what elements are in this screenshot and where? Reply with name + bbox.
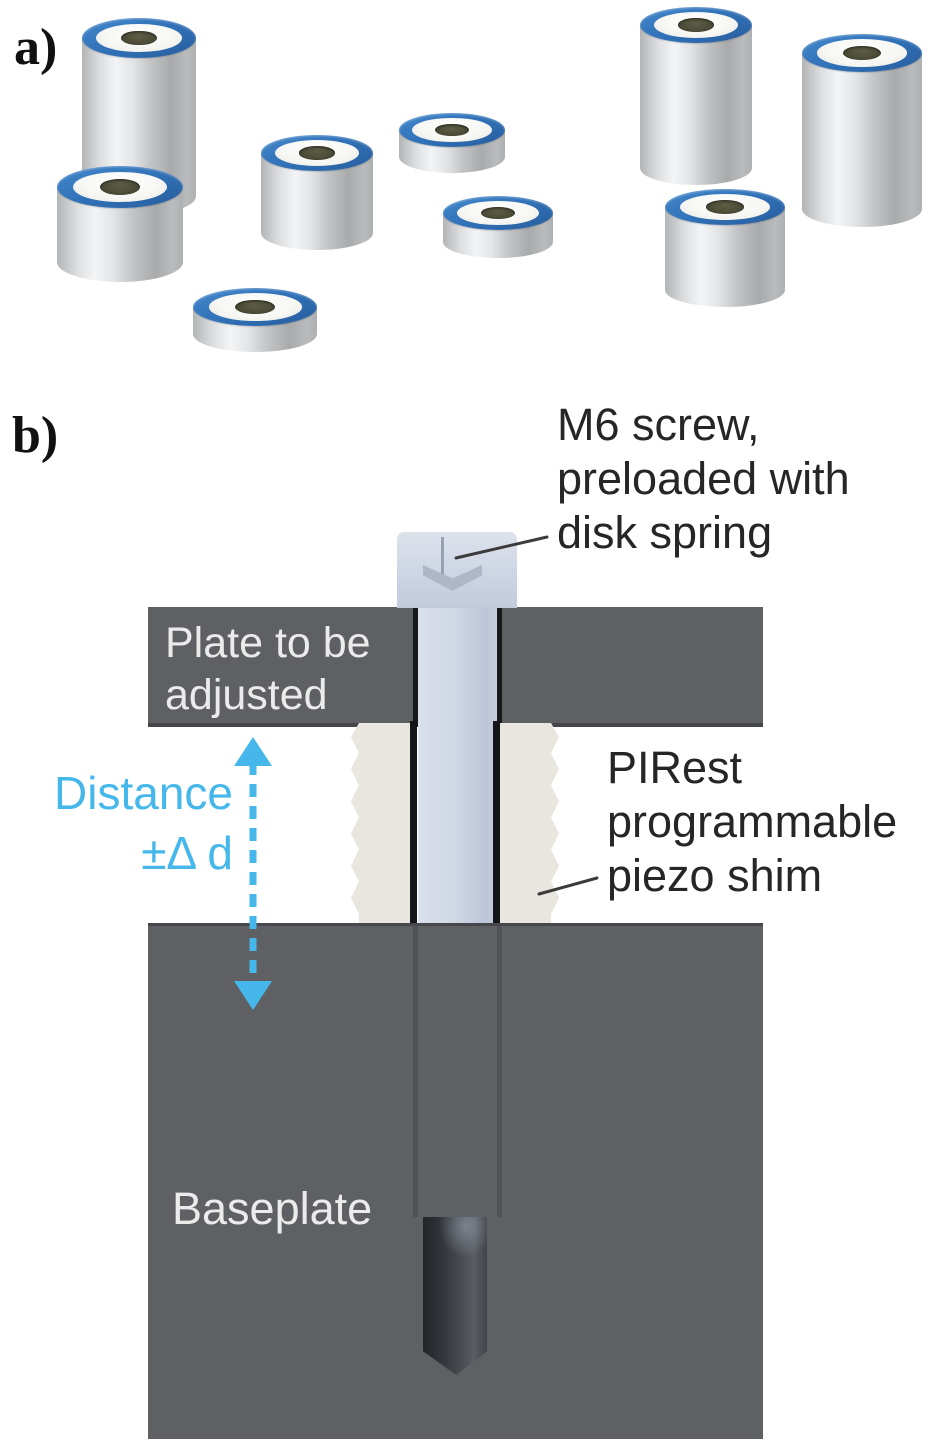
screw-head: [397, 532, 517, 608]
shim-annotation-line3: piezo shim: [607, 850, 823, 901]
cylinder-top-blue-ring: [443, 196, 553, 230]
cylinder-center-hole: [706, 200, 744, 214]
piezo-shim-cylinder: [261, 135, 373, 250]
cylinder-white-face: [412, 117, 492, 143]
m6-annotation-line1: M6 screw,: [557, 399, 760, 450]
panel-a-label: a): [14, 19, 58, 76]
pirest-shim-annotation: PIRest programmable piezo shim: [607, 741, 897, 903]
cylinder-center-hole: [678, 18, 714, 32]
cylinder-top-blue-ring: [640, 7, 752, 43]
piezo-shim-cylinder: [443, 196, 553, 258]
cylinder-white-face: [72, 171, 168, 203]
plate-label-line1: Plate to be: [165, 619, 371, 667]
piezo-shim-cylinder: [640, 7, 752, 185]
baseplate-label: Baseplate: [172, 1183, 373, 1234]
cylinder-center-hole: [843, 45, 881, 61]
cylinder-center-hole: [100, 179, 140, 195]
baseplate-bore-edge-right: [497, 926, 502, 1217]
cylinder-top-blue-ring: [193, 288, 317, 326]
cylinder-body: [802, 53, 922, 227]
cylinder-center-hole: [299, 146, 335, 160]
cylinder-top-blue-ring: [399, 113, 505, 147]
cylinder-white-face: [456, 200, 540, 226]
plate-label-line2: adjusted: [165, 671, 328, 719]
plate-to-be-adjusted-right: [497, 607, 763, 727]
shim-screw-gap-shadow-left: [410, 721, 417, 926]
piezo-shim-right: [498, 723, 559, 924]
m6-screw-annotation: M6 screw, preloaded with disk spring: [557, 398, 850, 560]
screw-head-socket-edge: [441, 537, 444, 575]
cylinder-top-blue-ring: [82, 18, 196, 58]
piezo-shim-cylinder: [57, 166, 183, 282]
cylinder-body: [640, 25, 752, 185]
piezo-shim-cylinder: [802, 34, 922, 227]
cylinder-center-hole: [435, 123, 469, 137]
cylinder-center-hole: [235, 299, 275, 315]
cylinder-white-face: [680, 194, 770, 220]
cylinder-white-face: [654, 12, 738, 38]
piezo-shim-cylinder: [193, 288, 317, 352]
distance-arrow-head-up: [234, 737, 272, 766]
cylinder-top-blue-ring: [57, 166, 183, 208]
plate-label: Plate to be adjusted: [165, 617, 371, 721]
screw-head-chamfer-chevron: [423, 565, 482, 591]
distance-annotation-line2: ±Δ d: [141, 827, 233, 879]
cylinder-white-face: [96, 23, 182, 53]
piezo-shim-cylinder: [665, 189, 785, 307]
cylinder-top-blue-ring: [665, 189, 785, 225]
cylinder-white-face: [817, 39, 907, 67]
plate-to-be-adjusted-left: Plate to be adjusted: [148, 607, 418, 727]
shim-annotation-line1: PIRest: [607, 742, 743, 793]
screw-threaded-end: [423, 1217, 487, 1375]
m6-annotation-line2: preloaded with: [557, 453, 850, 504]
shim-annotation-line2: programmable: [607, 796, 898, 847]
cylinder-top-blue-ring: [802, 34, 922, 72]
cylinder-center-hole: [121, 30, 157, 46]
cylinder-center-hole: [480, 206, 516, 220]
cylinder-white-face: [275, 140, 359, 166]
panel-b-label: b): [12, 407, 59, 464]
cylinder-top-blue-ring: [261, 135, 373, 171]
piezo-shim-left: [351, 723, 412, 924]
distance-annotation: Distance ±Δ d: [28, 763, 233, 883]
distance-annotation-line1: Distance: [54, 767, 233, 819]
cylinder-white-face: [208, 293, 302, 321]
piezo-shim-cylinder: [399, 113, 505, 173]
baseplate-bore-edge-left: [413, 926, 418, 1217]
shim-screw-gap-shadow-right: [493, 721, 500, 926]
m6-annotation-line3: disk spring: [557, 507, 773, 558]
